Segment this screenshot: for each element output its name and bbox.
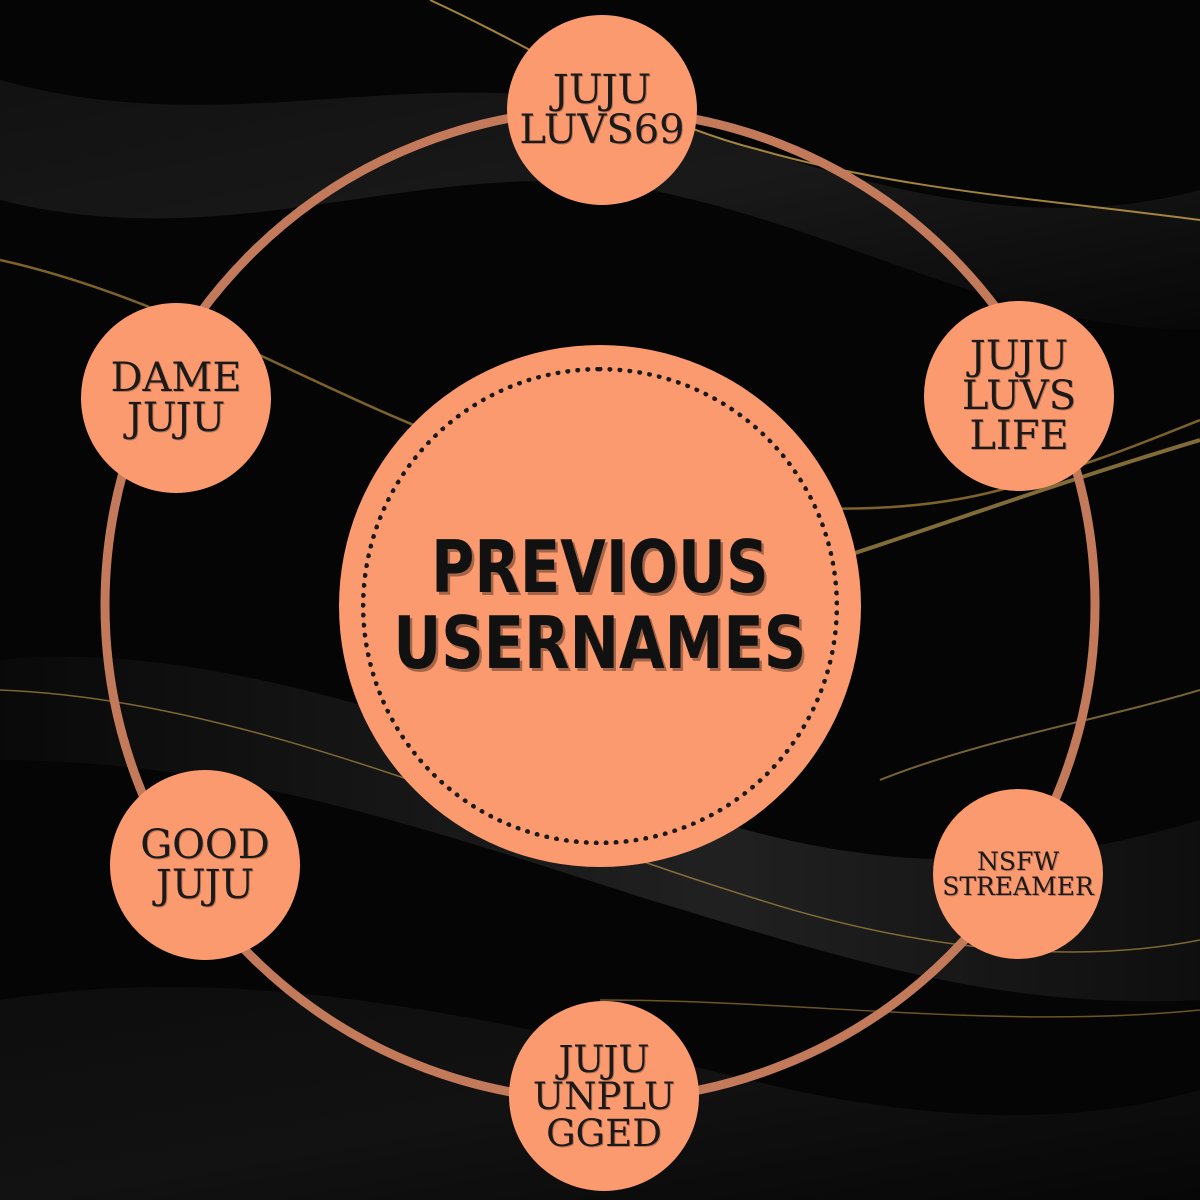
gold-streak-5 bbox=[599, 999, 1200, 1018]
center-title-line2: USERNAMES bbox=[393, 601, 807, 685]
username-label-line: LIFE bbox=[969, 413, 1069, 459]
gold-streak-4 bbox=[0, 689, 1200, 953]
username-label-line: NSFW bbox=[976, 847, 1060, 876]
username-label-line: LUVS bbox=[961, 373, 1077, 419]
center-hub: PREVIOUS USERNAMES bbox=[339, 345, 861, 867]
center-title-line1: PREVIOUS bbox=[431, 525, 769, 610]
username-label-line: JUJU bbox=[558, 1037, 650, 1081]
username-label-line: GGED bbox=[546, 1111, 662, 1155]
username-label-line: JUJU bbox=[155, 862, 255, 908]
username-label-line: GOOD bbox=[140, 822, 270, 868]
username-label-line: STREAMER bbox=[942, 872, 1094, 901]
center-dotted-border bbox=[361, 367, 839, 845]
username-label-line: JUJU bbox=[126, 395, 226, 441]
center-title: PREVIOUS USERNAMES bbox=[394, 530, 807, 681]
username-label-line: LUVS69 bbox=[519, 107, 685, 153]
username-label-line: JUJU bbox=[969, 333, 1069, 379]
username-label-line: DAME bbox=[110, 355, 242, 401]
silk-wave-upper bbox=[0, 80, 1200, 330]
gold-streak-6 bbox=[879, 689, 1200, 781]
username-label-line: UNPLU bbox=[532, 1074, 676, 1118]
username-label-line: JUJU bbox=[552, 67, 652, 113]
